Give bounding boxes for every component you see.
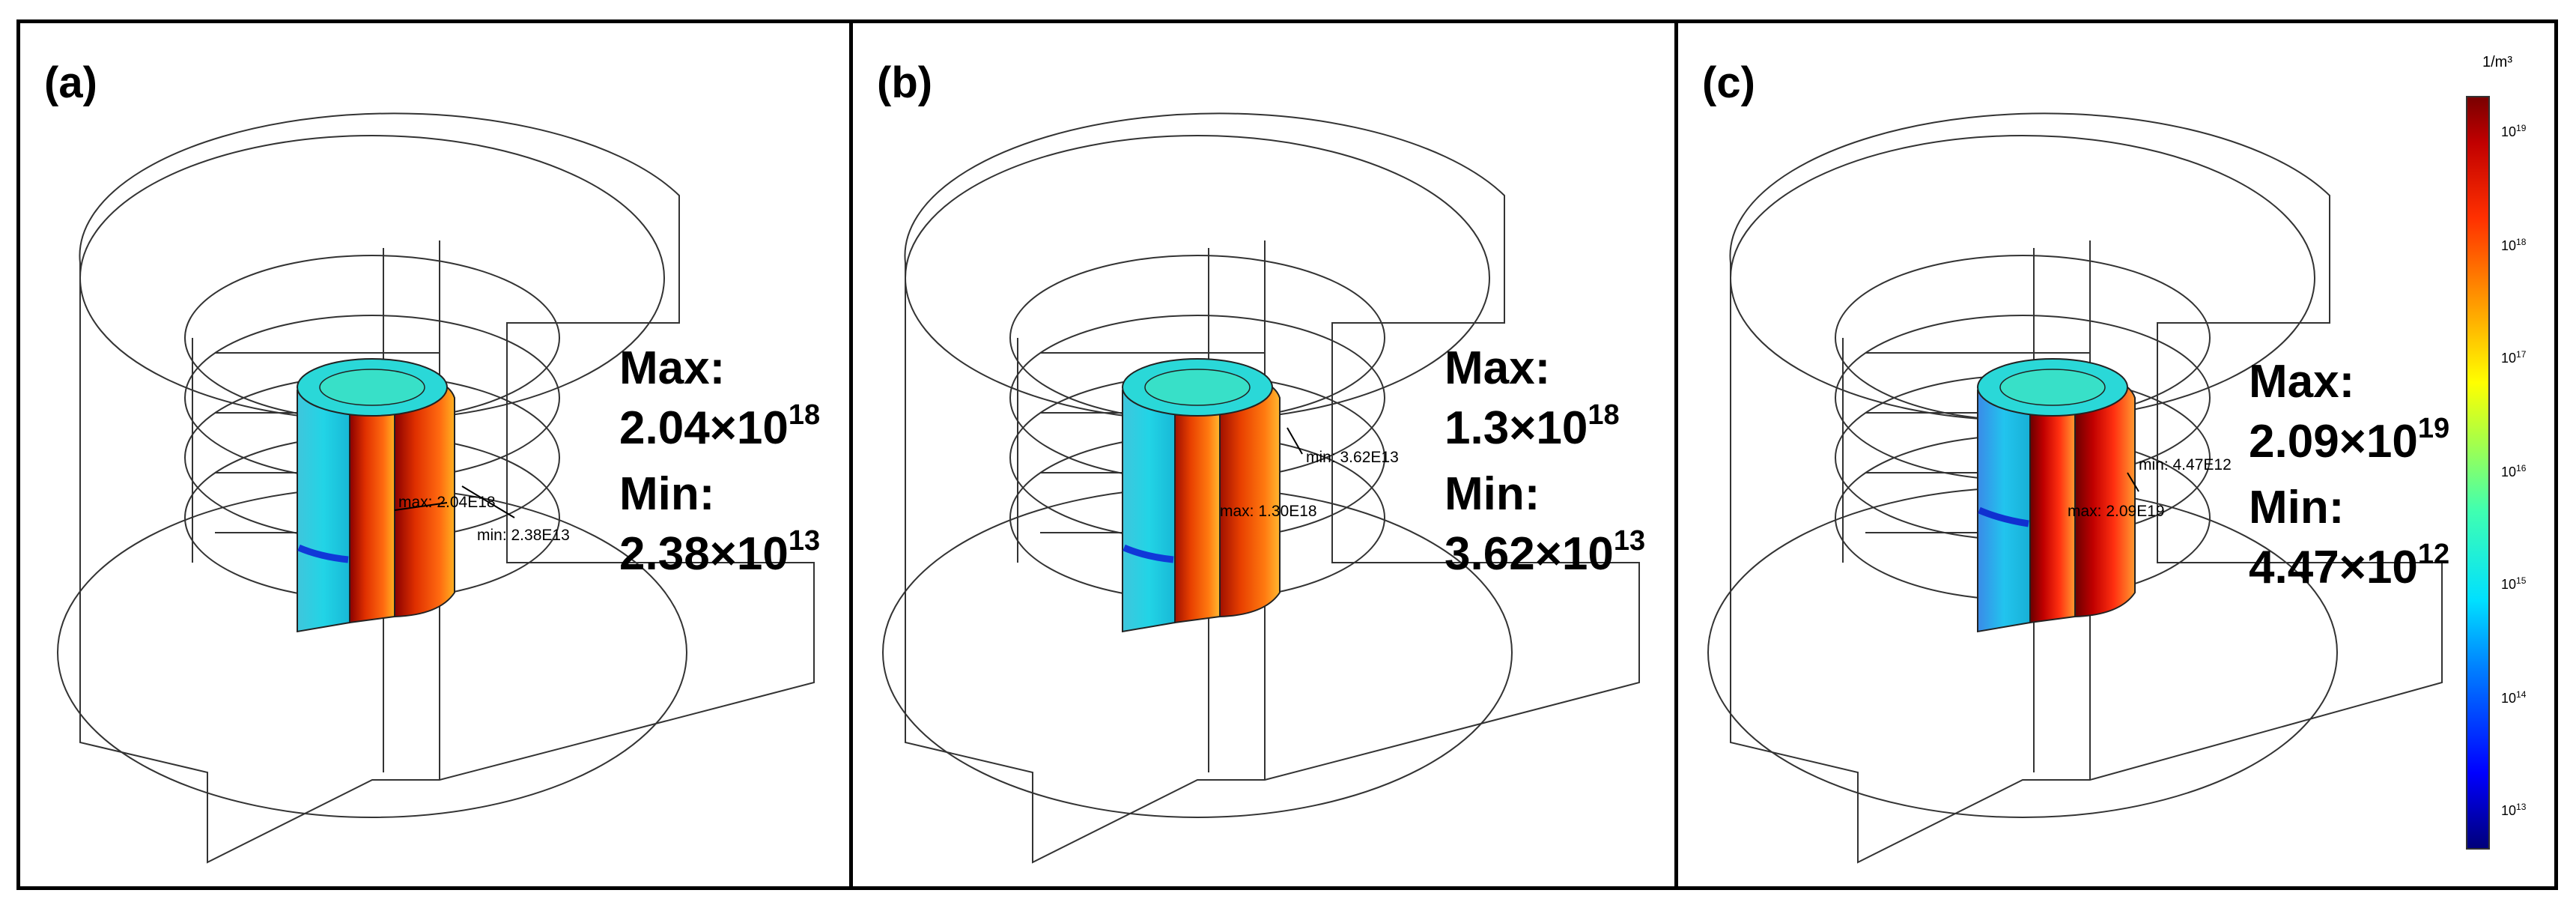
colorbar-tick: 1015 [2501, 575, 2526, 593]
min-title: Min: [2249, 482, 2345, 533]
tick-exp: 14 [2516, 689, 2527, 700]
tick-base: 10 [2501, 577, 2517, 592]
tick-base: 10 [2501, 803, 2517, 818]
max-exponent: 18 [1588, 399, 1620, 431]
tick-base: 10 [2501, 351, 2517, 366]
tick-exp: 16 [2516, 463, 2527, 473]
min-value: 4.47×1012 [2249, 540, 2449, 591]
tick-base: 10 [2501, 238, 2517, 253]
stats-block: Max: 2.04×1018 Min: 2.38×1013 [619, 345, 820, 597]
tick-exp: 17 [2516, 349, 2527, 360]
min-title: Min: [1445, 468, 1540, 520]
colorbar-tick: 1013 [2501, 802, 2526, 819]
panel-b: (b) max: 1.30E18 min: 3.62E13 Max: 1.3×1… [849, 19, 1678, 890]
tick-exp: 13 [2516, 802, 2527, 812]
min-exponent: 13 [1613, 525, 1646, 557]
colorbar-tick: 1017 [2501, 349, 2526, 366]
tick-exp: 18 [2516, 237, 2527, 247]
panel-label: (a) [44, 58, 97, 107]
min-marker: min: 3.62E13 [1306, 449, 1399, 466]
max-marker: max: 2.09E19 [2068, 503, 2165, 520]
colorbar-tick: 1018 [2501, 237, 2526, 254]
max-mantissa: 2.04×10 [619, 402, 789, 454]
max-title: Max: [2249, 356, 2355, 408]
min-mantissa: 2.38×10 [619, 528, 789, 580]
tick-base: 10 [2501, 691, 2517, 706]
panel-a: (a) max: 2.04E18 min: 2.38E13 Max: 2.04×… [16, 19, 853, 890]
tick-base: 10 [2501, 464, 2517, 479]
stats-block: Max: 2.09×1019 Min: 4.47×1012 [2249, 359, 2449, 611]
min-mantissa: 3.62×10 [1445, 528, 1614, 580]
min-exponent: 13 [788, 525, 821, 557]
tick-base: 10 [2501, 124, 2517, 139]
max-exponent: 19 [2417, 413, 2450, 444]
max-mantissa: 1.3×10 [1445, 402, 1588, 454]
max-title: Max: [1445, 342, 1551, 394]
tick-exp: 15 [2516, 575, 2527, 586]
min-value: 3.62×1013 [1445, 527, 1645, 578]
max-value: 1.3×1018 [1445, 401, 1645, 452]
max-marker: max: 1.30E18 [1220, 503, 1317, 520]
min-marker: min: 2.38E13 [477, 527, 570, 544]
min-title: Min: [619, 468, 715, 520]
geometry-wireframe [882, 112, 1640, 864]
panel-label: (c) [1702, 58, 1755, 107]
min-value: 2.38×1013 [619, 527, 820, 578]
max-title: Max: [619, 342, 726, 394]
geometry-wireframe [57, 112, 815, 864]
min-mantissa: 4.47×10 [2249, 542, 2418, 593]
max-marker: max: 2.04E18 [398, 494, 496, 511]
panel-label: (b) [877, 58, 933, 107]
min-exponent: 12 [2417, 539, 2450, 570]
colorbar-tick: 1019 [2501, 123, 2526, 140]
min-marker: min: 4.47E12 [2139, 456, 2232, 473]
panel-c: (c) max: 2.09E19 min: 4.47E12 Max: 2.09×… [1674, 19, 2558, 890]
colorbar [2466, 96, 2490, 850]
stats-block: Max: 1.3×1018 Min: 3.62×1013 [1445, 345, 1645, 597]
max-value: 2.09×1019 [2249, 414, 2449, 465]
colorbar-unit: 1/m³ [2482, 54, 2512, 70]
colorbar-tick: 1016 [2501, 463, 2526, 480]
geometry-wireframe [1707, 112, 2443, 864]
colorbar-tick: 1014 [2501, 689, 2526, 706]
max-mantissa: 2.09×10 [2249, 416, 2418, 467]
tick-exp: 19 [2516, 123, 2527, 133]
max-value: 2.04×1018 [619, 401, 820, 452]
max-exponent: 18 [788, 399, 821, 431]
